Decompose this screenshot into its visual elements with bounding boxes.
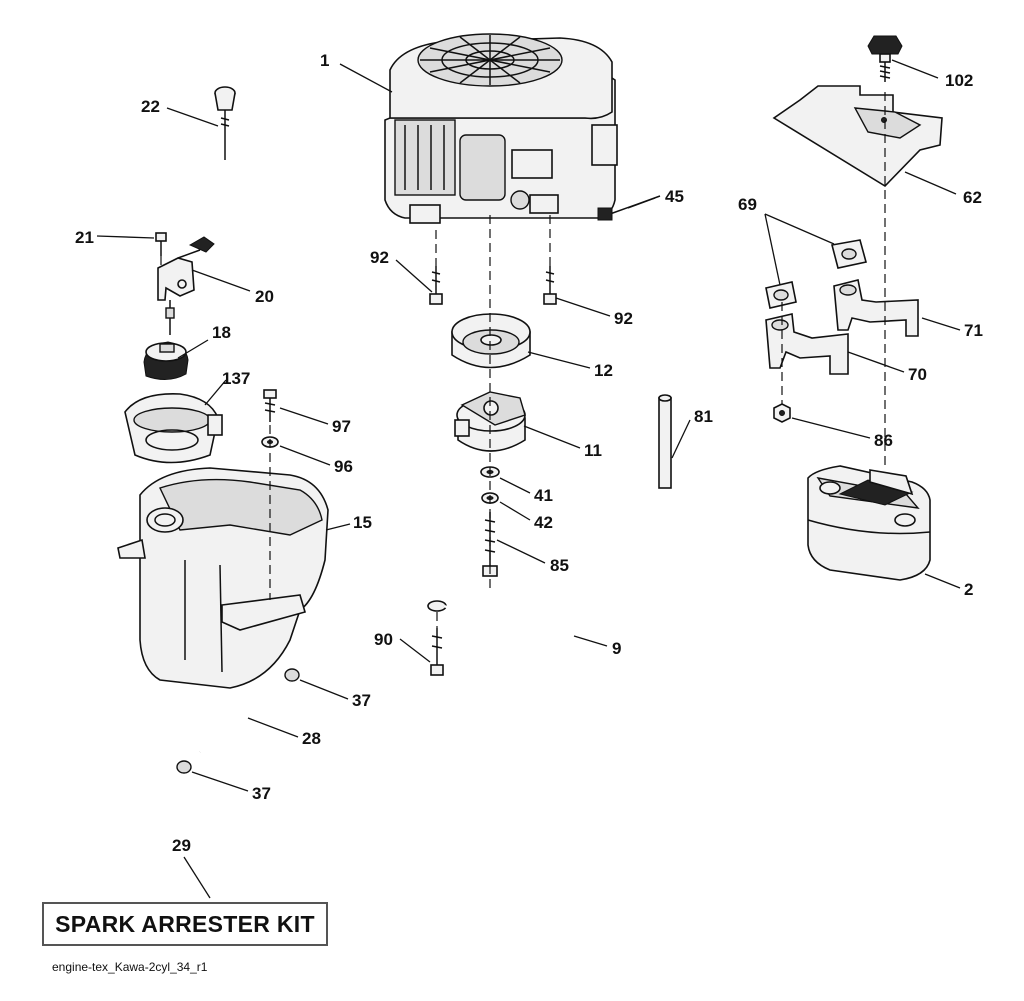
callout-96: 96 — [334, 457, 353, 476]
axis-lines — [160, 92, 886, 628]
callout-22: 22 — [141, 97, 160, 116]
callout-12: 12 — [594, 361, 613, 380]
diagram-filename: engine-tex_Kawa-2cyl_34_r1 — [52, 960, 208, 974]
clamp-icon — [284, 668, 300, 682]
callout-15: 15 — [353, 513, 372, 532]
callout-86: 86 — [874, 431, 893, 450]
knob-icon — [867, 35, 903, 82]
callout-42: 42 — [534, 513, 553, 532]
gasket-icon — [765, 281, 797, 309]
tube-icon — [658, 394, 672, 489]
muffler-icon — [807, 465, 931, 581]
callout-90: 90 — [374, 630, 393, 649]
callout-37-upper: 37 — [352, 691, 371, 710]
callout-21: 21 — [75, 228, 94, 247]
bracket-icon — [124, 393, 223, 464]
callout-62: 62 — [963, 188, 982, 207]
callout-102: 102 — [945, 71, 973, 90]
engine-icon — [384, 33, 618, 224]
electric-clutch-icon — [454, 391, 526, 452]
exhaust-pipe-icon — [765, 313, 849, 375]
callout-70: 70 — [908, 365, 927, 384]
leader-lines — [96, 59, 961, 899]
fuel-cap-icon — [143, 341, 189, 380]
bolt-icon — [155, 232, 167, 256]
callout-97: 97 — [332, 417, 351, 436]
throttle-control-icon — [157, 236, 215, 335]
pulley-icon — [451, 313, 531, 369]
callout-81: 81 — [694, 407, 713, 426]
callout-1: 1 — [320, 51, 329, 70]
fuel-tank-icon — [117, 467, 329, 689]
spark-arrester-kit-label: SPARK ARRESTER KIT — [55, 910, 315, 937]
hose-icon — [198, 680, 291, 753]
exhaust-pipe-icon — [833, 279, 919, 337]
gasket-icon — [831, 239, 867, 269]
callout-9: 9 — [612, 639, 621, 658]
bolt-icon — [773, 403, 791, 423]
callout-18: 18 — [212, 323, 231, 342]
bracket-icon — [427, 600, 593, 692]
dipstick-icon — [214, 86, 236, 160]
bolt-icon — [543, 266, 557, 305]
callout-69: 69 — [738, 195, 757, 214]
callout-85: 85 — [550, 556, 569, 575]
callout-92-left: 92 — [370, 248, 389, 267]
heat-shield-icon — [772, 85, 943, 188]
callout-29: 29 — [172, 836, 191, 855]
callout-45: 45 — [665, 187, 684, 206]
bolt-icon — [429, 266, 443, 305]
callout-2: 2 — [964, 580, 973, 599]
callout-11: 11 — [584, 441, 602, 460]
callouts: 1 102 22 62 45 69 21 92 20 92 71 18 12 7… — [75, 51, 983, 855]
callout-41: 41 — [534, 486, 553, 505]
callout-71: 71 — [964, 321, 983, 340]
spark-arrester-kit-box: SPARK ARRESTER KIT — [42, 902, 328, 946]
callout-20: 20 — [255, 287, 274, 306]
callout-92-right: 92 — [614, 309, 633, 328]
callout-137: 137 — [222, 369, 250, 388]
bolt-icon — [430, 628, 444, 676]
bolt-icon — [263, 389, 277, 422]
callout-28: 28 — [302, 729, 321, 748]
callout-37-lower: 37 — [252, 784, 271, 803]
clamp-icon — [176, 760, 192, 774]
